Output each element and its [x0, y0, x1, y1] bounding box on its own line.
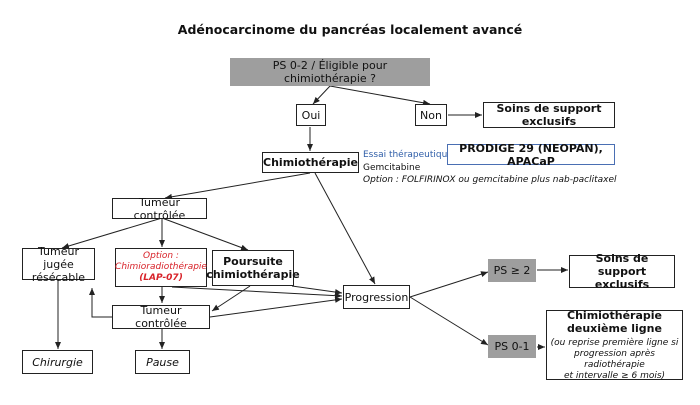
poursuite-line1: Poursuite: [223, 255, 283, 268]
chimio2-line2: deuxième ligne: [567, 321, 662, 335]
non-label: Non: [420, 108, 442, 122]
chimiotherapie-label: Chimiothérapie: [263, 156, 358, 169]
chimiotherapie-box: Chimiothérapie: [262, 152, 359, 173]
pause-label: Pause: [146, 355, 179, 369]
ps-eligibility-label: PS 0-2 / Éligible pour chimiothérapie ?: [272, 59, 388, 85]
tumeur-controlee-label-2: Tumeur contrôlée: [135, 304, 187, 330]
soins-support-box-2: Soins de support exclusifs: [569, 252, 675, 291]
oui-box: Oui: [296, 104, 326, 126]
arrow-progression-to-ps01: [409, 296, 489, 346]
chirurgie-label: Chirurgie: [32, 355, 83, 369]
essai-trials-box: PRODIGE 29 (NEOPAN), APACaP: [447, 141, 615, 168]
arrow-poursuite-to-tumeur2: [211, 285, 251, 312]
chimio2-note-line3: et intervalle ≥ 6 mois): [563, 370, 666, 381]
arrow-poursuite-to-progression: [291, 285, 343, 296]
tumeur-controlee-box-1: Tumeur contrôlée: [112, 195, 207, 222]
essai-trials-label: PRODIGE 29 (NEOPAN), APACaP: [459, 141, 603, 168]
chimio2-note-line2: progression après radiothérapie: [574, 348, 655, 370]
arrow-ps-to-oui: [312, 85, 331, 105]
arrow-tumeur-to-poursuite: [161, 217, 249, 251]
essai-therapeutique-label: Essai thérapeutique: [363, 150, 453, 160]
chimio2-note-line1: (ou reprise première ligne si: [550, 337, 679, 348]
option-crt-line3: (LAP-07): [139, 273, 183, 283]
arrow-ps-to-non: [329, 85, 431, 106]
soins-support-exclusifs-label: Soins de support exclusifs: [496, 102, 602, 128]
option-chimioradiotherapie-box: Option : Chimioradiothérapie (LAP-07): [115, 248, 207, 287]
tumeur-jugee-resecable-box: Tumeur jugée résécable: [22, 244, 95, 284]
arrow-tumeur2-to-jugee: [89, 288, 114, 318]
arrow-progression-to-ps2: [409, 271, 489, 298]
diagram-title: Adénocarcinome du pancréas localement av…: [177, 22, 523, 37]
ps-01-label: PS 0-1: [494, 340, 530, 353]
arrow-chimio-to-tumeur: [164, 172, 311, 200]
arrow-tumeur-to-jugee: [61, 217, 163, 249]
progression-box: Progression: [343, 285, 410, 309]
pause-box: Pause: [135, 350, 190, 374]
poursuite-chimiotherapie-box: Poursuite chimiothérapie: [206, 250, 300, 286]
option-folfirinox-label: Option : FOLFIRINOX ou gemcitabine plus …: [363, 175, 617, 185]
arrow-chimio-to-progression: [314, 172, 376, 285]
tumeur-controlee-label-1: Tumeur contrôlée: [133, 195, 186, 222]
ps-ge2-label: PS ≥ 2: [493, 264, 531, 277]
soins-support-exclusifs-box: Soins de support exclusifs: [483, 102, 615, 128]
chimio2-line1: Chimiothérapie: [567, 308, 662, 322]
non-box: Non: [415, 104, 447, 126]
arrow-option-to-progression: [171, 286, 343, 299]
gemcitabine-label: Gemcitabine: [363, 163, 421, 173]
soins-support-line1: Soins de support: [595, 252, 649, 278]
ps-ge2-box: PS ≥ 2: [488, 259, 536, 282]
ps-eligibility-box: PS 0-2 / Éligible pour chimiothérapie ?: [230, 58, 430, 86]
tumeur-jugee-line2: résécable: [31, 270, 86, 284]
arrow-tumeur2-to-progression: [209, 296, 343, 318]
tumeur-controlee-box-2: Tumeur contrôlée: [112, 304, 210, 330]
oui-label: Oui: [301, 108, 321, 122]
poursuite-line2: chimiothérapie: [206, 268, 300, 281]
chirurgie-box: Chirurgie: [22, 350, 93, 374]
tumeur-jugee-line1: Tumeur jugée: [38, 244, 79, 271]
option-crt-line1: Option :: [143, 251, 179, 261]
soins-support-line2: exclusifs: [594, 278, 650, 291]
chimiotherapie-deuxieme-ligne-box: Chimiothérapie deuxième ligne (ou repris…: [546, 308, 683, 381]
option-crt-line2: Chimioradiothérapie: [115, 262, 207, 272]
progression-label: Progression: [344, 290, 409, 304]
ps-01-box: PS 0-1: [488, 335, 536, 358]
